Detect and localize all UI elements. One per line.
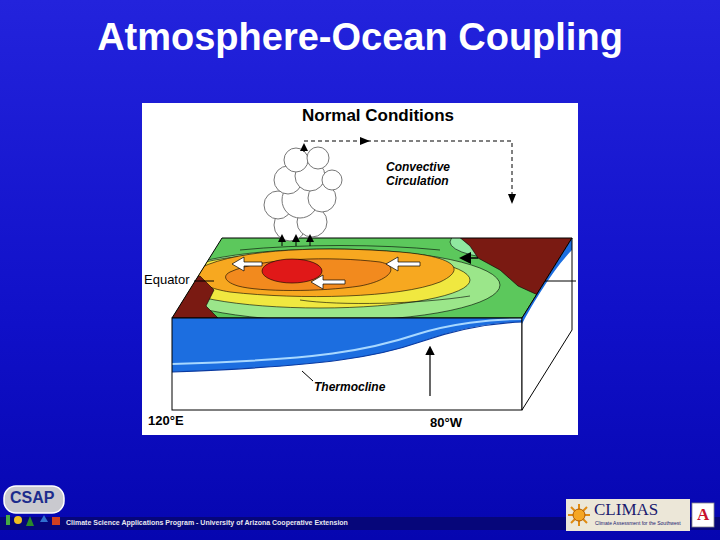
- slide-title: Atmosphere-Ocean Coupling: [0, 16, 720, 60]
- thermocline-label: Thermocline: [314, 381, 385, 395]
- footer-text: Climate Science Applications Program - U…: [66, 519, 348, 527]
- climas-logo: [566, 499, 714, 531]
- logo-subtitle: Climate Assessment for the Southwest: [595, 521, 681, 527]
- logo-letter: A: [697, 505, 709, 525]
- longitude-label: 120°E: [148, 414, 184, 429]
- equator-label: Equator: [144, 273, 190, 288]
- circulation-loop: [304, 141, 512, 200]
- convective-cloud: [264, 147, 342, 241]
- sea-surface: [160, 224, 590, 326]
- ocean-cross-section: [172, 318, 522, 410]
- panel-heading: Normal Conditions: [302, 106, 454, 126]
- logo-text: CSAP: [10, 489, 54, 507]
- logo-text: CLIMAS: [594, 500, 658, 520]
- circulation-label: Convective Circulation: [386, 161, 466, 189]
- csap-logo: [4, 486, 64, 526]
- longitude-label: 80°W: [430, 416, 462, 431]
